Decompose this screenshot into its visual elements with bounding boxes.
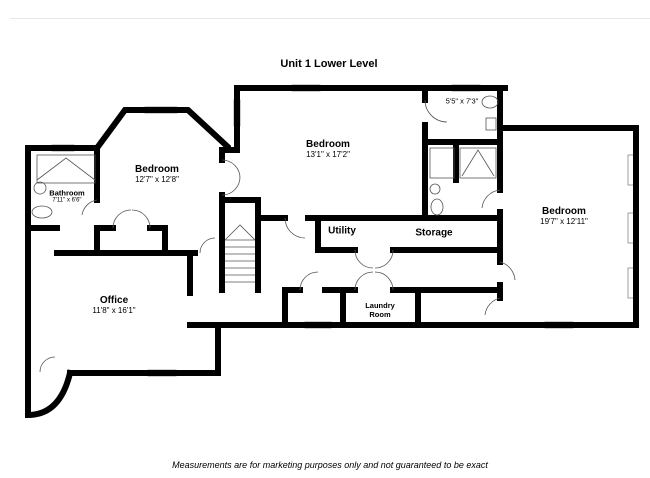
fixtures xyxy=(31,95,516,373)
room-name: Office xyxy=(99,295,129,306)
room-dims: 19'7" x 12'11" xyxy=(540,217,588,226)
disclaimer: Measurements are for marketing purposes … xyxy=(172,460,488,470)
room-label-ensuite: 5'5" x 7'3" xyxy=(446,97,479,106)
room-name: Bedroom xyxy=(306,139,350,150)
room-name: Storage xyxy=(415,227,453,239)
room-dims: 12'7" x 12'8" xyxy=(135,175,179,184)
room-label-office: Office 11'8" x 16'1" xyxy=(92,295,135,315)
room-dims: 7'11" x 6'6" xyxy=(52,197,82,204)
room-name: Bedroom xyxy=(135,164,179,175)
room-dims: 13'1" x 17'2" xyxy=(306,150,350,159)
room-label-bedroom-1: Bedroom 12'7" x 12'8" xyxy=(135,164,179,184)
room-dims: 11'8" x 16'1" xyxy=(92,306,136,315)
room-dims: 5'5" x 7'3" xyxy=(445,96,479,106)
room-label-storage: Storage xyxy=(415,228,452,239)
room-name: Bedroom xyxy=(542,206,586,217)
room-label-bedroom-3: Bedroom 19'7" x 12'11" xyxy=(540,206,588,226)
plan-title: Unit 1 Lower Level xyxy=(280,58,378,70)
room-label-bedroom-2: Bedroom 13'1" x 17'2" xyxy=(306,139,350,159)
room-label-bathroom: Bathroom 7'11" x 6'6" xyxy=(49,189,84,204)
room-label-utility: Utility xyxy=(328,226,356,237)
room-label-laundry: Laundry Room xyxy=(360,301,400,319)
walls xyxy=(25,85,639,419)
room-name: Utility xyxy=(328,225,356,237)
room-name: Laundry Room xyxy=(365,301,395,319)
room-name: Bathroom xyxy=(49,188,85,198)
